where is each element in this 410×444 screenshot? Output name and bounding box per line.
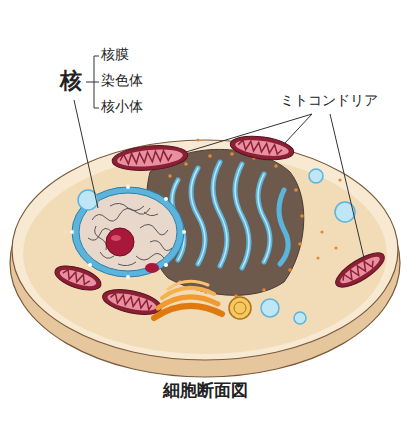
organelle-label: 核	[60, 68, 82, 94]
figure-caption: 細胞断面図	[0, 380, 410, 400]
chromatin	[88, 203, 172, 265]
vesicles	[78, 169, 355, 324]
nucleolus	[106, 228, 134, 256]
organelle-label: ミトコンドリア	[280, 92, 378, 109]
mitochondria	[52, 133, 389, 319]
golgi-apparatus	[154, 281, 222, 318]
cell-body	[10, 140, 400, 377]
part-label: 染色体	[101, 72, 143, 89]
part-label: 核小体	[101, 98, 143, 115]
nucleus	[70, 185, 186, 279]
part-label: 核膜	[101, 46, 129, 63]
leader-lines	[74, 56, 364, 258]
